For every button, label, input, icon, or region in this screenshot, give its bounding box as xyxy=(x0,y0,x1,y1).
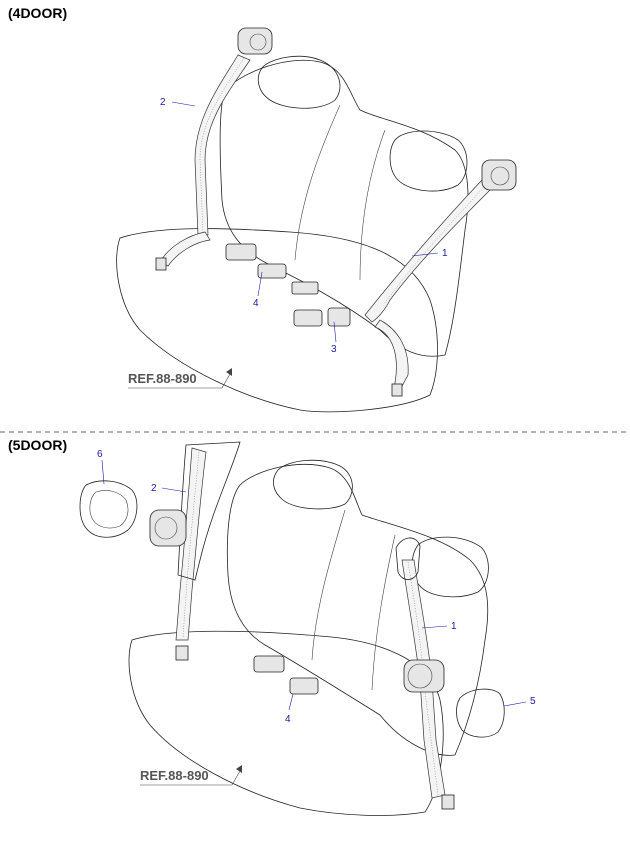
callout-4-4door: 4 xyxy=(253,298,259,309)
section-title-5door: (5DOOR) xyxy=(8,437,67,453)
belt-hatch-left-4door xyxy=(199,57,245,234)
buckle-4b-5door xyxy=(289,677,319,695)
pillar-trim-left-5door xyxy=(177,441,241,581)
tongue-4door xyxy=(291,281,319,295)
seat-back-seam2-4door xyxy=(359,129,386,281)
ref-leader-5door xyxy=(140,770,241,786)
leader-6-5door xyxy=(101,459,105,485)
belt-webbing-left-4door xyxy=(194,54,251,236)
seat-back-seam-4door xyxy=(294,104,341,261)
callout-2-5door: 2 xyxy=(151,483,157,494)
leader-4-5door xyxy=(288,693,294,711)
callout-2-4door: 2 xyxy=(160,97,166,108)
callout-3-4door: 3 xyxy=(331,344,337,355)
headrest-right-4door xyxy=(389,130,468,192)
leader-1-4door xyxy=(411,252,439,257)
retractor-reel-left-5door xyxy=(154,516,178,540)
ref-label-5door: REF.88-890 xyxy=(140,768,209,783)
retractor-reel-left-4door xyxy=(249,33,267,51)
trim-cover-5-5door xyxy=(456,688,505,738)
leader-5-5door xyxy=(503,701,527,707)
ref-label-4door: REF.88-890 xyxy=(128,371,197,386)
belt-hatch-right-5door xyxy=(407,561,439,796)
leader-3-4door xyxy=(333,321,337,343)
seat-back-4door xyxy=(219,59,469,357)
buckle-3-4door xyxy=(293,309,323,327)
retractor-reel-right-4door xyxy=(490,166,510,186)
retractor-left-5door xyxy=(149,509,187,547)
headrest-left-4door xyxy=(257,55,341,109)
anchor-right-4door xyxy=(391,383,403,397)
seat-back-5door xyxy=(226,464,489,756)
callout-6-5door: 6 xyxy=(97,449,103,460)
seat-cushion-4door xyxy=(116,228,438,413)
belt-webbing-right-4door xyxy=(364,179,493,323)
anchor-right-5door xyxy=(441,794,455,810)
seat-back-seam2-5door xyxy=(371,534,396,691)
leader-1-5door xyxy=(421,625,448,629)
buckle-3b-4door xyxy=(327,307,351,327)
seat-cushion-5door xyxy=(128,630,444,816)
trim-cover-6-5door xyxy=(79,480,138,538)
seat-back-seam-5door xyxy=(311,509,346,661)
buckle-4-4door xyxy=(225,243,257,261)
leader-4-4door xyxy=(257,271,263,297)
callout-5-5door: 5 xyxy=(530,696,536,707)
buckle-4b-4door xyxy=(257,263,287,279)
ref-arrow-5door xyxy=(236,765,242,773)
callout-1-5door: 1 xyxy=(451,621,457,632)
anchor-left-4door xyxy=(155,257,167,271)
headrest-right-5door xyxy=(411,536,489,598)
trim-cover-6-inner-5door xyxy=(89,490,129,529)
retractor-right-5door xyxy=(403,659,445,693)
buckle-4-5door xyxy=(253,655,285,673)
retractor-reel-right-5door xyxy=(407,663,433,689)
section-5door: (5DOOR) 6 2 xyxy=(8,437,536,816)
section-4door: (4DOOR) 2 1 4 xyxy=(8,5,517,413)
d-ring-right-5door xyxy=(395,537,421,580)
belt-webbing-left-5door xyxy=(175,447,207,641)
leader-2-5door xyxy=(161,487,187,493)
callout-1-4door: 1 xyxy=(442,248,448,259)
ref-leader-4door xyxy=(128,373,231,389)
belt-lap-left-4door xyxy=(159,231,211,267)
headrest-left-5door xyxy=(273,459,353,510)
ref-arrow-4door xyxy=(226,368,232,376)
retractor-left-4door xyxy=(237,27,273,55)
retractor-right-4door xyxy=(481,159,517,191)
leader-2-4door xyxy=(171,101,196,107)
belt-hatch-left-5door xyxy=(182,451,200,639)
anchor-left-5door xyxy=(175,645,189,661)
callout-4-5door: 4 xyxy=(285,714,291,725)
section-title-4door: (4DOOR) xyxy=(8,5,67,21)
